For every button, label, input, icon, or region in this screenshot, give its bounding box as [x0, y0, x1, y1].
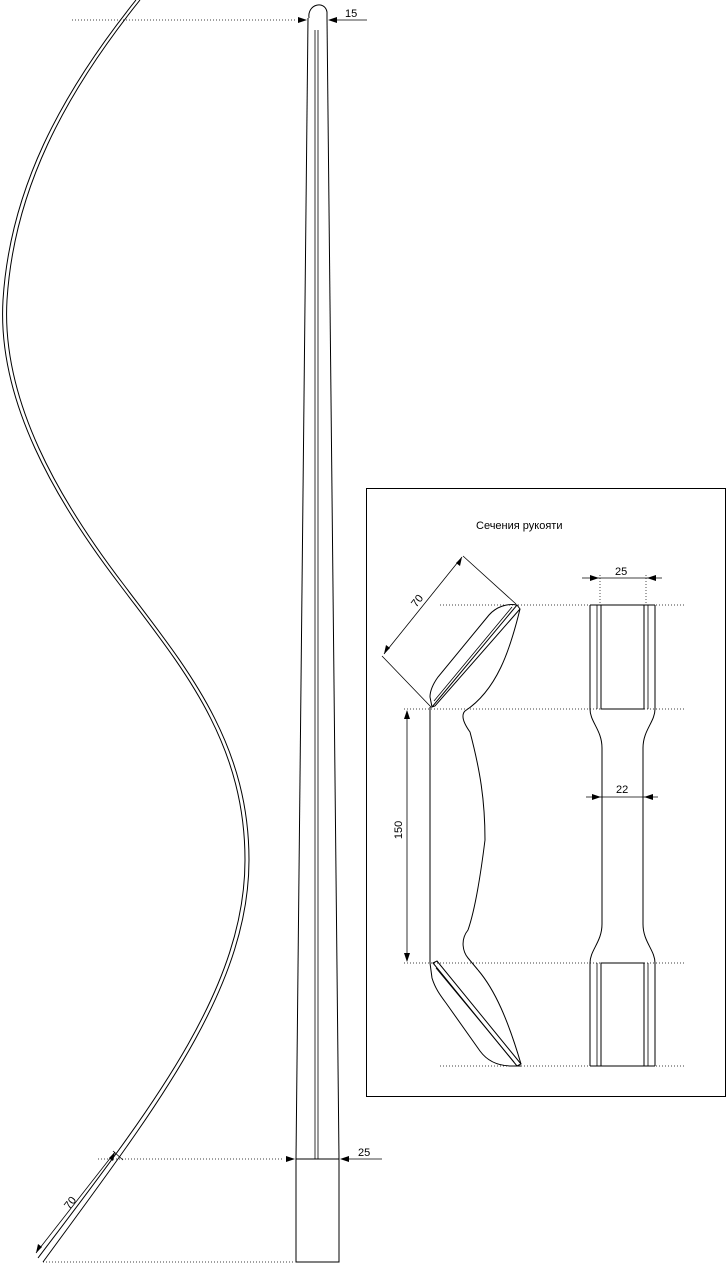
bow-side-profile: 70 [2, 0, 296, 1263]
bow-limb-outer-line [2, 0, 246, 1259]
inset-dim-22-label: 22 [616, 784, 628, 796]
side-dim-70-tick [112, 1150, 124, 1161]
handle-lower-insert [600, 962, 645, 1067]
inset-dim-22-arrow-left [592, 794, 601, 800]
handle-sections-inset: Сечения рукояти 70 [366, 488, 726, 1097]
inset-dim-25-arrow-right [647, 575, 656, 581]
handle-belly-curve [462, 608, 521, 971]
inset-dim-25-label: 25 [615, 566, 627, 578]
inset-frame [366, 488, 726, 1097]
inset-dim-70-arrow-top [456, 557, 462, 566]
bow-front-view: 15 25 [286, 4, 382, 1263]
inset-dim-150-label: 150 [393, 821, 405, 839]
dim-25-arrow-left [286, 1156, 295, 1162]
limb-grip-block [295, 1158, 340, 1263]
inset-dim-70-arrow-bottom [384, 645, 390, 654]
limb-right-edge [326, 17, 340, 1160]
handle-lower-wedge-face [432, 960, 522, 1067]
inset-dim-150-arrow-bottom [404, 953, 410, 962]
inset-dim-150-arrow-top [404, 710, 410, 719]
dim-25-arrow-right [340, 1156, 349, 1162]
bow-limb-inner-line [6, 0, 250, 1263]
inset-dim-70-ext-b [381, 655, 432, 708]
handle-front-view: 25 22 [582, 566, 662, 1067]
inset-dim-25-arrow-left [590, 575, 599, 581]
side-dim-70-line [35, 1151, 116, 1254]
side-dim-70-label: 70 [62, 1195, 79, 1212]
dim-15-arrow-right [328, 17, 337, 23]
side-dim-70-arrow-start [36, 1244, 42, 1253]
side-dim-70-arrow-end [109, 1152, 115, 1161]
handle-upper-insert [600, 604, 645, 710]
inset-dim-22-arrow-right [644, 794, 653, 800]
limb-tip-cap [308, 4, 328, 19]
inset-dim-70-line [383, 556, 463, 655]
inset-dim-70-label: 70 [409, 593, 426, 610]
handle-front-outline-right [642, 605, 656, 1066]
handle-lower-limb-wedge [429, 962, 521, 1067]
dim-25-label: 25 [358, 1147, 370, 1159]
dim-15-label: 15 [345, 8, 357, 20]
handle-upper-wedge-face [430, 604, 521, 709]
dim-15-arrow-left [298, 17, 307, 23]
handle-front-outline-left [589, 605, 603, 1066]
limb-left-edge [295, 17, 309, 1160]
handle-lower-belly [477, 969, 522, 1065]
handle-side-profile: 70 150 [381, 555, 522, 1067]
handle-lower-wedge-inner [435, 967, 515, 1063]
handle-upper-wedge-inner [433, 606, 513, 702]
inset-dim-70-ext-a [462, 555, 517, 605]
handle-upper-limb-wedge [429, 604, 518, 708]
inset-title: Сечения рукояти [476, 520, 562, 532]
